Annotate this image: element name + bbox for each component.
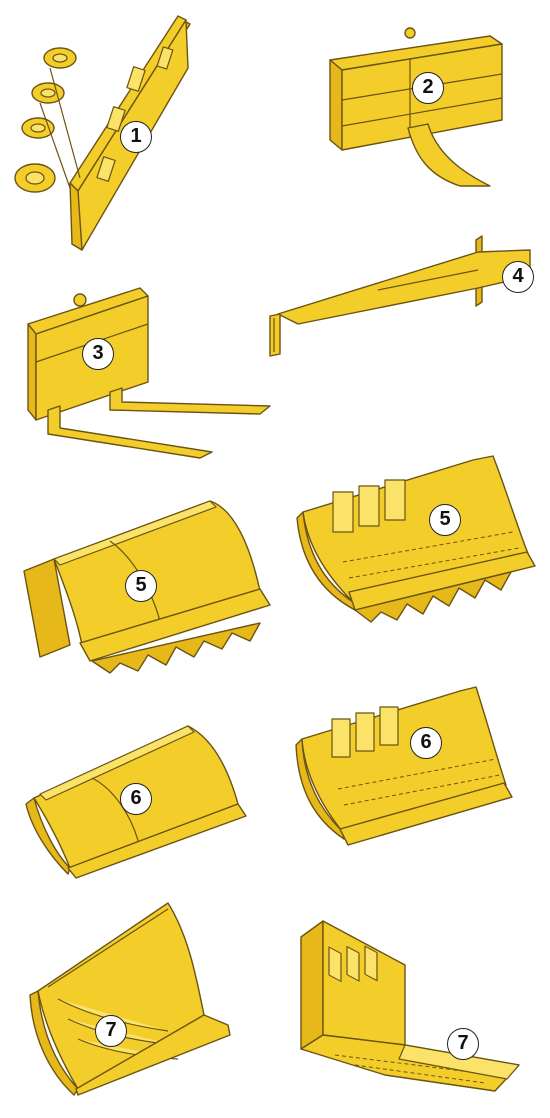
light-material-bucket-illustration: 6 [22, 718, 262, 879]
item-number-badge: 5 [429, 504, 461, 536]
fork-carriage-illustration: 3 [20, 282, 275, 467]
rock-bucket-illustration: 5 [293, 452, 538, 632]
multi-purpose-bucket-illustration: 7 [18, 895, 238, 1096]
ripper-frame-illustration: 2 [320, 27, 510, 188]
ripper-frame-drawing [329, 27, 503, 187]
item-number-badge: 7 [95, 1015, 127, 1047]
item-number-badge: 5 [125, 570, 157, 602]
rock-bucket-drawing [296, 455, 536, 623]
item-number-badge: 6 [120, 783, 152, 815]
item-number-badge: 3 [82, 338, 114, 370]
side-dump-bucket-illustration: 7 [295, 915, 525, 1095]
item-number-badge: 1 [120, 121, 152, 153]
general-purpose-bucket-illustration: 5 [20, 495, 285, 675]
multi-purpose-bucket-drawing [29, 902, 231, 1096]
item-number-badge: 2 [412, 72, 444, 104]
light-material-bucket-drawing [25, 725, 247, 879]
item-number-badge: 4 [502, 261, 534, 293]
general-purpose-bucket-drawing [23, 500, 271, 674]
item-number-badge: 7 [447, 1028, 479, 1060]
quick-coupler-drawing [14, 15, 191, 251]
coal-bucket-illustration: 6 [292, 685, 522, 850]
quick-coupler-illustration: 1 [10, 8, 191, 253]
side-dump-bucket-drawing [300, 920, 520, 1092]
item-number-badge: 6 [410, 727, 442, 759]
coal-bucket-drawing [295, 686, 513, 846]
material-boom-illustration: 4 [268, 232, 543, 357]
material-boom-drawing [269, 235, 531, 357]
fork-carriage-drawing [27, 287, 271, 459]
